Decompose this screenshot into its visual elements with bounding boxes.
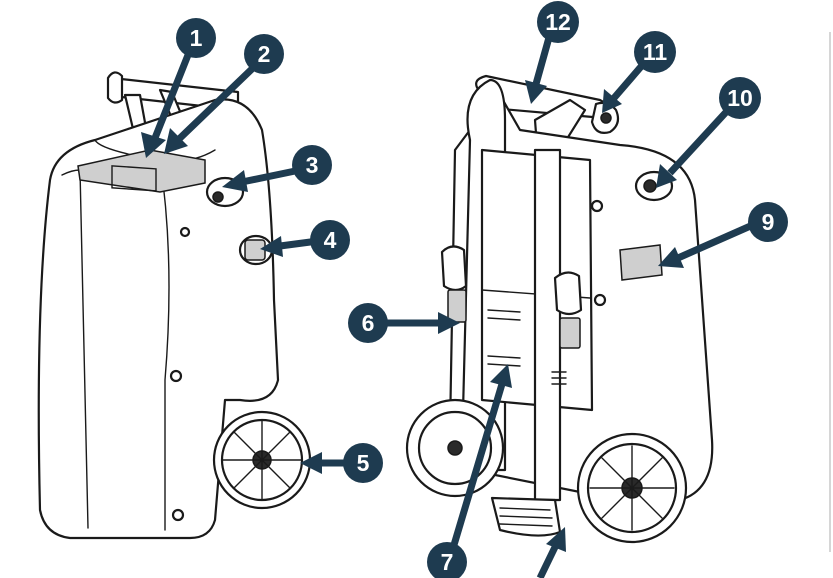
callout-11-marker: 11 <box>634 31 676 73</box>
callout-3-number: 3 <box>306 152 319 178</box>
callout-12-number: 12 <box>545 9 571 35</box>
callout-10-marker: 10 <box>719 77 761 119</box>
callout-3-marker: 3 <box>292 145 332 185</box>
callout-4-number: 4 <box>324 227 337 253</box>
callout-2-number: 2 <box>258 41 271 67</box>
callout-1-number: 1 <box>190 25 203 51</box>
callout-4-marker: 4 <box>310 220 350 260</box>
callout-7-marker: 7 <box>427 542 467 578</box>
callout-9-number: 9 <box>762 209 775 235</box>
callout-11-number: 11 <box>643 39 668 65</box>
callout-7-number: 7 <box>441 549 454 575</box>
edge-divider <box>829 32 831 552</box>
callout-5-marker: 5 <box>343 443 383 483</box>
callout-arrows <box>141 33 757 578</box>
callout-5-number: 5 <box>357 450 370 476</box>
rear-view-device <box>405 74 714 544</box>
callout-1-marker: 1 <box>176 18 216 58</box>
callout-6-number: 6 <box>362 310 375 336</box>
callout-6-marker: 6 <box>348 303 388 343</box>
callout-12-marker: 12 <box>537 1 579 43</box>
callout-2-marker: 2 <box>244 34 284 74</box>
front-view-device <box>37 71 312 540</box>
callout-9-marker: 9 <box>748 202 788 242</box>
callout-10-number: 10 <box>727 85 753 111</box>
